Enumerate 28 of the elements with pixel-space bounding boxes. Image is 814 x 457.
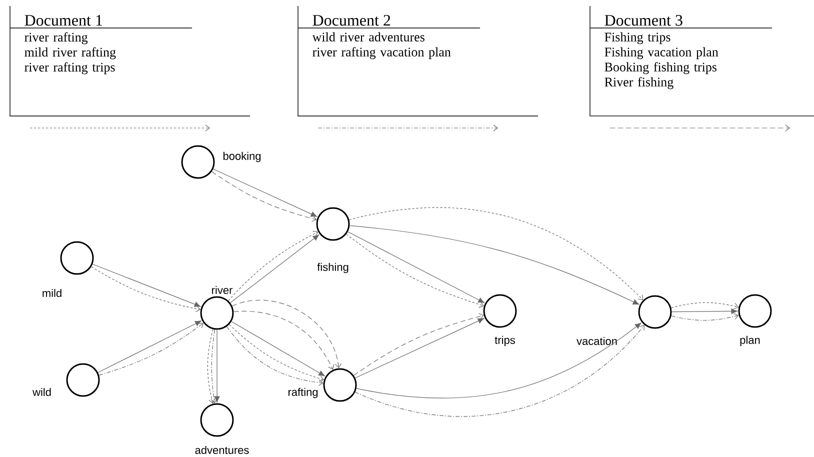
- arrow: [214, 329, 220, 402]
- arrow: [91, 266, 201, 312]
- node-label: booking: [223, 152, 261, 162]
- arrow: [233, 310, 334, 370]
- arrow: [231, 321, 325, 376]
- document-panel: Document 2 wild river adventures river rafting vacation plan: [298, 6, 538, 116]
- arrow: [232, 300, 342, 368]
- arrow: [210, 329, 218, 404]
- node-label: adventures: [195, 446, 249, 454]
- arrow: [354, 325, 644, 417]
- document-panel: Document 3 Fishing trips Fishing vacation plan Booking fishing trips River fishing: [590, 6, 814, 116]
- arrow: [671, 313, 739, 321]
- node-label: plan: [740, 336, 760, 346]
- arrow: [92, 264, 201, 307]
- node-label: rafting: [288, 388, 318, 398]
- node-label: river: [212, 286, 233, 294]
- arrow: [349, 225, 640, 305]
- arrow: [671, 308, 738, 314]
- arrow: [348, 207, 644, 300]
- node-label: mild: [42, 288, 62, 298]
- document-panel: Document 1 river rafting mild river rafting river rafting trips: [10, 6, 250, 116]
- node-label: trips: [494, 336, 515, 346]
- node-label: vacation: [576, 336, 617, 346]
- node-label: fishing: [317, 262, 348, 274]
- arrow: [670, 302, 739, 310]
- node-label: wild: [32, 388, 51, 396]
- arrow: [207, 328, 216, 404]
- arrow: [356, 322, 642, 398]
